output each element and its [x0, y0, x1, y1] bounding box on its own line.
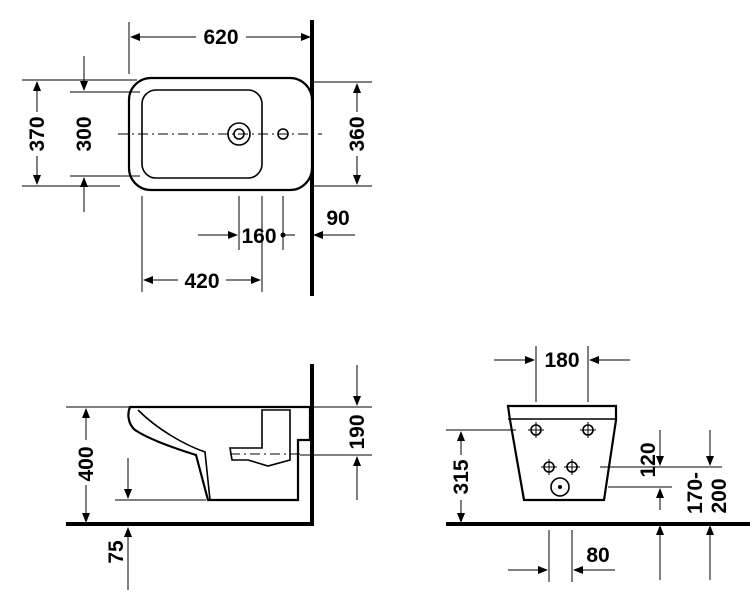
side-view-bidet-profile — [127, 405, 312, 502]
top-view-drain-inner — [233, 128, 245, 140]
dim-top-depth-right: 360 — [346, 116, 369, 151]
dim-back-height: 315 — [450, 459, 473, 494]
top-view-tap-hole — [277, 128, 289, 140]
dim-side-height: 400 — [75, 446, 98, 481]
back-view-drain-outlet — [550, 477, 570, 497]
dim-back-bottom: 80 — [586, 544, 609, 567]
dim-top-depth-outer: 370 — [26, 116, 49, 151]
dim-back-range-a: 170- — [684, 472, 707, 514]
side-view: 400 190 75 — [66, 364, 372, 590]
dim-floor-offset: 75 — [105, 540, 128, 564]
back-view-fixing-points — [528, 422, 596, 475]
dim-bowl-length: 420 — [184, 270, 219, 293]
dim-back-width: 180 — [544, 349, 579, 372]
back-view-bidet-outline — [506, 404, 618, 502]
dim-top-width: 620 — [203, 26, 238, 49]
dim-side-top: 190 — [346, 414, 369, 449]
back-view: 180 315 120 170- 200 80 — [446, 346, 750, 582]
dim-wall-gap: 90 — [326, 207, 349, 230]
dim-back-range-b: 200 — [708, 478, 731, 513]
dim-top-depth-inner: 300 — [73, 116, 96, 151]
dim-tap-offset: 160 — [241, 225, 276, 248]
side-view-siphon — [229, 409, 291, 467]
dim-back-spacing: 120 — [637, 442, 660, 477]
top-view: 620 370 300 360 160 90 420 — [22, 20, 372, 296]
side-view-bowl-curve — [137, 409, 211, 501]
top-view-drain-outer — [227, 122, 251, 146]
